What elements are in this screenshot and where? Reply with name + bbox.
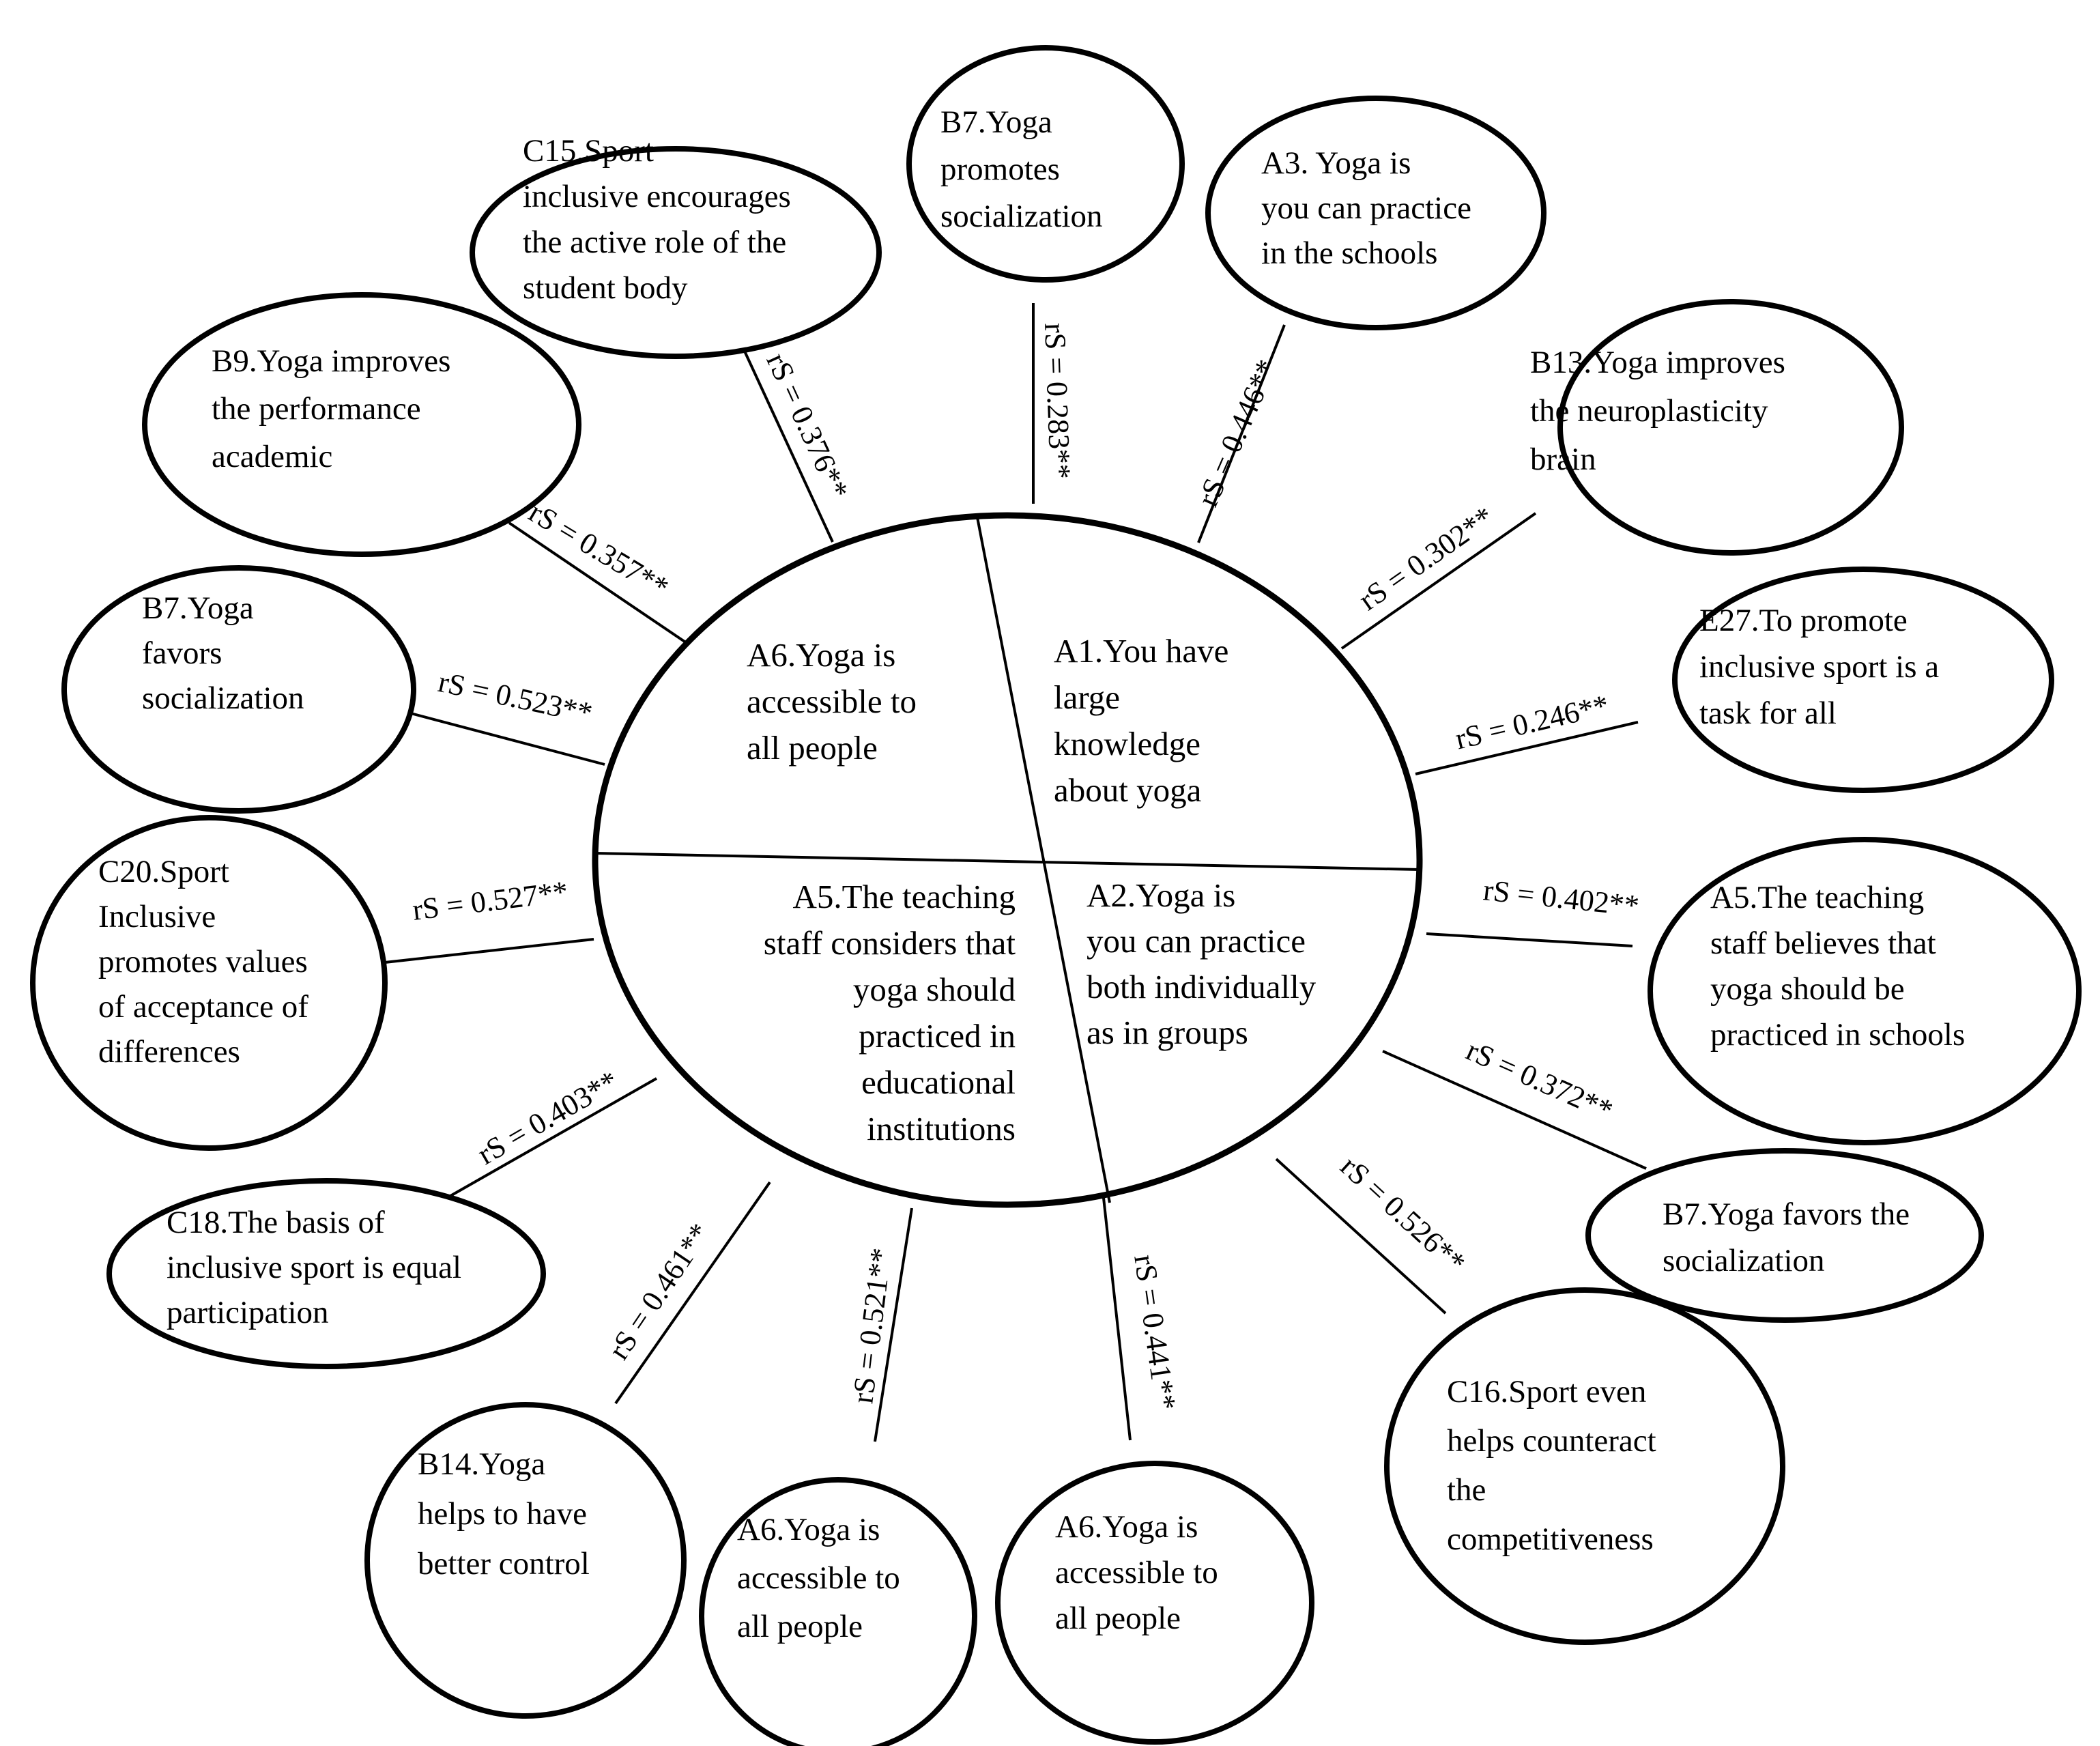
node-ellipse: [699, 1477, 977, 1746]
quadrant-divider-vertical: [976, 517, 1111, 1203]
connector-line: [874, 1207, 913, 1442]
node-ellipse: [142, 292, 581, 557]
node-ellipse: [1672, 567, 2054, 793]
correlation-label: rS = 0.521**: [846, 1246, 898, 1405]
node-ellipse: [470, 146, 882, 359]
connector-line: [1102, 1191, 1132, 1441]
node-ellipse: [1384, 1287, 1785, 1645]
correlation-label: rS = 0.376**: [760, 348, 855, 504]
connector-line: [1426, 932, 1633, 947]
quadrant-divider-horizontal: [594, 852, 1420, 871]
node-ellipse: [30, 815, 388, 1151]
node-ellipse: [995, 1461, 1314, 1745]
connector-line: [1275, 1158, 1447, 1315]
correlation-label: rS = 0.527**: [411, 874, 570, 927]
correlation-label: rS = 0.523**: [435, 665, 595, 730]
correlation-label: rS = 0.403**: [472, 1064, 624, 1171]
connector-line: [1340, 512, 1537, 650]
node-ellipse: [1648, 837, 2082, 1145]
node-ellipse: [1205, 96, 1547, 330]
connector-line: [1197, 324, 1286, 543]
connector-line: [508, 521, 692, 647]
correlation-label: rS = 0.441**: [1127, 1253, 1182, 1412]
node-ellipse: [61, 565, 416, 814]
connector-line: [450, 1077, 657, 1197]
node-ellipse: [906, 45, 1185, 283]
node-ellipse: [364, 1402, 687, 1719]
node-ellipse: [106, 1178, 546, 1369]
correlation-label: rS = 0.446**: [1191, 354, 1284, 511]
correlation-label: rS = 0.302**: [1353, 500, 1500, 616]
correlation-label: rS = 0.372**: [1461, 1033, 1617, 1128]
node-ellipse: [1557, 299, 1904, 556]
connector-line: [1415, 721, 1639, 775]
connector-line: [407, 711, 605, 766]
node-ellipse: [1585, 1148, 1984, 1323]
correlation-label: rS = 0.357**: [523, 496, 674, 605]
connector-line: [614, 1181, 771, 1405]
correlation-label: rS = 0.526**: [1334, 1149, 1472, 1280]
connector-line: [384, 938, 594, 964]
correlation-label: rS = 0.283**: [1038, 322, 1077, 480]
correlation-label: rS = 0.402**: [1482, 873, 1641, 923]
connector-line: [741, 346, 834, 543]
connector-line: [1382, 1050, 1647, 1170]
correlation-label: rS = 0.461**: [602, 1217, 717, 1365]
